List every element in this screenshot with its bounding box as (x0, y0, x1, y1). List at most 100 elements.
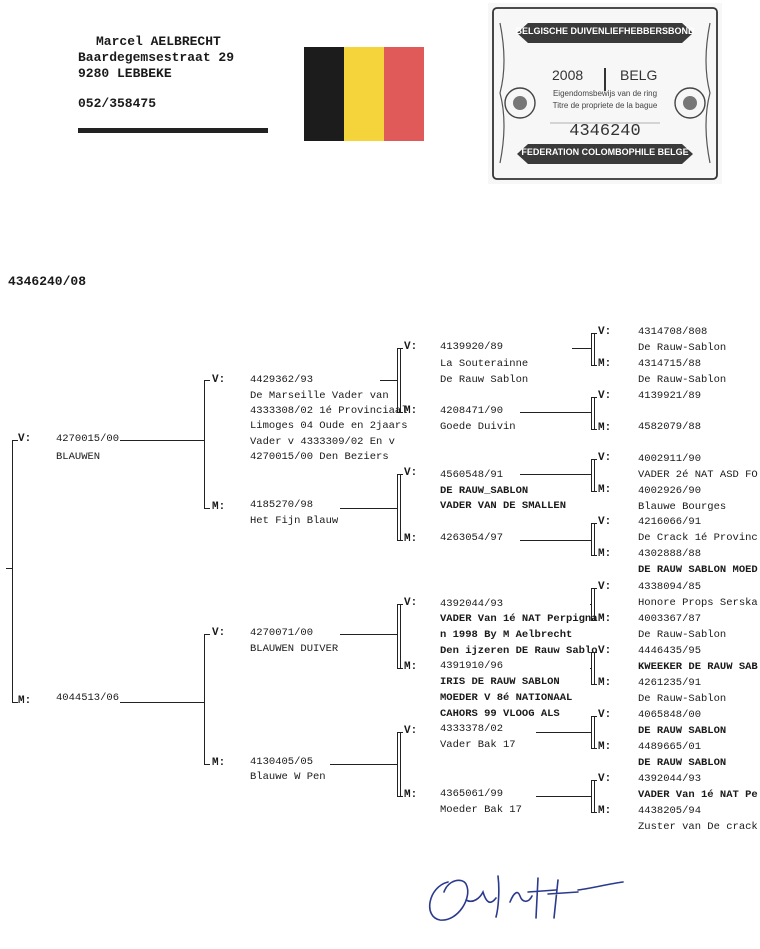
ring-VMVV: 4002911/90 (638, 453, 702, 465)
note-VV-3: Vader v 4333309/02 En v (250, 436, 395, 448)
flag-stripe-black (304, 47, 344, 141)
ring-VM: 4185270/98 (250, 499, 314, 511)
pedigree-connector (12, 440, 18, 441)
label-M: M: (18, 695, 32, 707)
note-MV-0: BLAUWEN DUIVER (250, 643, 339, 655)
label-MVM: M: (404, 661, 418, 673)
flag-stripe-yellow (344, 47, 384, 141)
label-MVVV: V: (598, 581, 612, 593)
pedigree-connector (591, 523, 595, 555)
ring-MMMM: 4438205/94 (638, 805, 702, 817)
card-line1: Eigendomsbewijs van de ring (552, 89, 658, 98)
ring-M: 4044513/06 (56, 692, 120, 704)
note-MVV-1: n 1998 By M Aelbrecht (440, 629, 573, 641)
note-V-0: BLAUWEN (56, 451, 101, 463)
pedigree-connector (520, 412, 592, 413)
pedigree-connector (591, 652, 595, 684)
ring-VMM: 4263054/97 (440, 532, 504, 544)
card-footer: FEDERATION COLOMBOPHILE BELGE (521, 147, 689, 157)
signature (428, 875, 624, 921)
label-VVMV: V: (598, 390, 612, 402)
label-VM: M: (212, 501, 226, 513)
ring-MMVM: 4489665/01 (638, 741, 702, 753)
label-MM: M: (212, 757, 226, 769)
note-VV-1: 4333308/02 1é Provinciaal (250, 405, 408, 417)
note-MMVM-0: DE RAUW SABLON (638, 757, 727, 769)
owner-divider (78, 128, 268, 133)
note-VMVM-0: Blauwe Bourges (638, 501, 727, 513)
ring-VMV: 4560548/91 (440, 469, 504, 481)
note-VMV-1: VADER VAN DE SMALLEN (440, 500, 567, 512)
pedigree-root-stub (6, 568, 12, 569)
pedigree-connector (536, 732, 592, 733)
label-VMMM: M: (598, 548, 612, 560)
label-VMMV: V: (598, 516, 612, 528)
belgian-flag (304, 47, 424, 141)
label-MVMM: M: (598, 677, 612, 689)
pedigree-connector (120, 702, 204, 703)
note-VVV-1: De Rauw Sablon (440, 374, 529, 386)
label-VVM: M: (404, 405, 418, 417)
pedigree-connector (397, 540, 403, 541)
card-country: BELG (620, 67, 658, 83)
owner-city: 9280 LEBBEKE (78, 66, 172, 81)
card-line2: Titre de propriete de la bague (552, 101, 658, 110)
label-MVV: V: (404, 597, 418, 609)
pedigree-connector (340, 634, 398, 635)
ring-MMM: 4365061/99 (440, 788, 504, 800)
pedigree-connector (520, 540, 592, 541)
pedigree-connector (591, 555, 597, 556)
pedigree-connector (330, 764, 398, 765)
pedigree-connector (397, 412, 403, 413)
pedigree-connector (591, 748, 597, 749)
pedigree-connector (397, 348, 401, 412)
pedigree-connector (120, 440, 204, 441)
label-VVVM: M: (598, 358, 612, 370)
label-MVMV: V: (598, 645, 612, 657)
pedigree-connector (591, 684, 597, 685)
pedigree-connector (397, 732, 403, 733)
label-MMVV: V: (598, 709, 612, 721)
label-MMMM: M: (598, 805, 612, 817)
note-VMV-0: DE RAUW_SABLON (440, 485, 529, 497)
note-MMVV-0: DE RAUW SABLON (638, 725, 727, 737)
note-MVMM-0: De Rauw-Sablon (638, 693, 727, 705)
pigeon-id: 4346240/08 (8, 274, 87, 289)
ring-MMMV: 4392044/93 (638, 773, 702, 785)
note-VM-0: Het Fijn Blauw (250, 515, 339, 527)
pedigree-connector (591, 333, 597, 334)
pedigree-connector (204, 380, 210, 381)
ring-MM: 4130405/05 (250, 756, 314, 768)
ring-MVV: 4392044/93 (440, 598, 504, 610)
pedigree-connector (591, 429, 597, 430)
note-MVMV-0: KWEEKER DE RAUW SAB (638, 661, 758, 673)
pedigree-connector (591, 333, 595, 365)
pedigree-connector (591, 716, 595, 748)
note-VV-4: 4270015/00 Den Beziers (250, 451, 389, 463)
note-MMMM-0: Zuster van De crack (638, 821, 758, 833)
note-MVVV-0: Honore Props Serska (638, 597, 758, 609)
pedigree-connector (204, 764, 210, 765)
flag-stripe-red (384, 47, 424, 141)
label-VMM: M: (404, 533, 418, 545)
label-MV: V: (212, 627, 226, 639)
card-year: 2008 (552, 67, 584, 83)
label-VMVM: M: (598, 484, 612, 496)
card-frame (492, 7, 718, 180)
pedigree-connector (591, 780, 597, 781)
ring-VVM: 4208471/90 (440, 405, 504, 417)
note-MVM-1: MOEDER V 8é NATIONAAL (440, 692, 573, 704)
ring-MVVV: 4338094/85 (638, 581, 702, 593)
ring-MVMV: 4446435/95 (638, 645, 702, 657)
ring-VVMM: 4582079/88 (638, 421, 702, 433)
pedigree-connector (397, 668, 403, 669)
label-VVMM: M: (598, 422, 612, 434)
ring-VVV: 4139920/89 (440, 341, 504, 353)
ring-VV: 4429362/93 (250, 374, 314, 386)
pedigree-connector (397, 474, 403, 475)
ring-VMVM: 4002926/90 (638, 485, 702, 497)
ring-MV: 4270071/00 (250, 627, 314, 639)
owner-street: Baardegemsestraat 29 (78, 50, 235, 65)
note-VVV-0: La Souterainne (440, 358, 529, 370)
ring-VVVV: 4314708/808 (638, 326, 708, 338)
